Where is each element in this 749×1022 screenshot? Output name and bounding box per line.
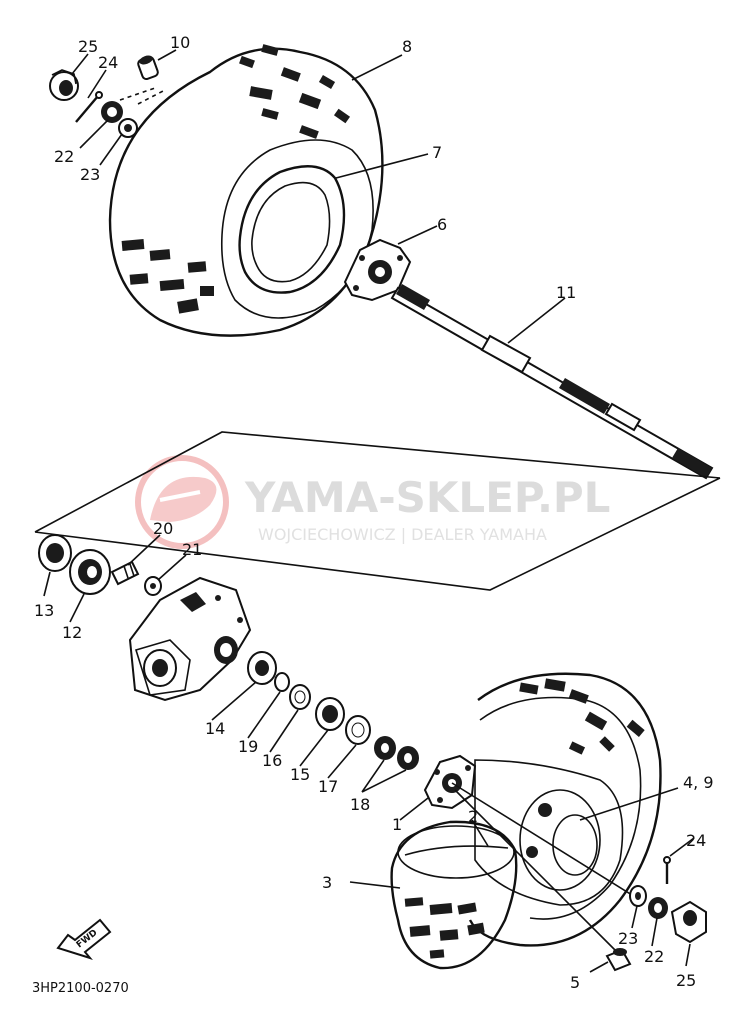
axle-nut-cap-25-lower — [670, 900, 707, 944]
seal-17 — [345, 715, 371, 745]
callout-16: 16 — [262, 751, 282, 770]
callout-22-lower: 22 — [644, 947, 664, 966]
callout-18: 18 — [350, 795, 370, 814]
bolt-20 — [110, 560, 140, 586]
callout-3: 3 — [322, 873, 332, 892]
callout-15: 15 — [290, 765, 310, 784]
callout-12: 12 — [62, 623, 82, 642]
wheel-hub-6 — [343, 238, 412, 302]
callout-7: 7 — [432, 143, 442, 162]
washer-upper — [118, 118, 138, 138]
leader-10-dash — [119, 87, 166, 105]
axle-nut-cap-upper — [49, 69, 79, 101]
callout-2: 2 — [468, 807, 478, 826]
bearing-housing — [128, 576, 252, 702]
callout-17: 17 — [318, 777, 338, 796]
rear-tire-upper — [108, 44, 384, 337]
stud-leader — [454, 789, 616, 951]
callout-6: 6 — [437, 215, 447, 234]
rear-axle-11 — [390, 284, 714, 480]
callout-21: 21 — [182, 540, 202, 559]
bearing-14 — [247, 651, 277, 685]
castle-nut-upper — [101, 101, 123, 123]
bearing-12 — [69, 549, 111, 595]
callout-13: 13 — [34, 601, 54, 620]
callout-25-lower: 25 — [676, 971, 696, 990]
oil-seal-15 — [315, 697, 345, 731]
callout-23-lower: 23 — [618, 929, 638, 948]
o-ring-19 — [274, 672, 290, 692]
spacer-16 — [289, 684, 311, 710]
callout-4-9: 4, 9 — [683, 773, 714, 792]
callout-8: 8 — [402, 37, 412, 56]
callout-25-upper: 25 — [78, 37, 98, 56]
collar-10 — [137, 55, 159, 81]
fwd-arrow: FWD — [56, 918, 112, 960]
callout-1: 1 — [392, 815, 402, 834]
assembly-outline — [34, 431, 721, 591]
nut-18 — [374, 736, 419, 770]
rim-bolt-leader — [451, 782, 641, 901]
leader-lines — [43, 49, 695, 973]
washer-23-lower — [629, 885, 647, 907]
callouts: 25 10 8 24 22 23 7 6 11 20 21 13 12 14 1… — [34, 33, 714, 992]
watermark-title: YAMA-SKLEP.PL — [244, 473, 610, 522]
callout-24-upper: 24 — [98, 53, 118, 72]
callout-5: 5 — [570, 973, 580, 992]
rim-2 — [474, 759, 624, 906]
diagram-code: 3HP2100-0270 — [32, 981, 129, 996]
callout-22-upper: 22 — [54, 147, 74, 166]
watermark: YAMA-SKLEP.PL WOJCIECHOWICZ | DEALER YAM… — [135, 455, 610, 549]
tire-3-left-half — [390, 820, 518, 970]
callout-14: 14 — [205, 719, 225, 738]
callout-20: 20 — [153, 519, 173, 538]
callout-11: 11 — [556, 283, 576, 302]
callout-23-upper: 23 — [80, 165, 100, 184]
castle-nut-22-lower — [648, 897, 668, 919]
washer-21 — [144, 576, 162, 596]
callout-19: 19 — [238, 737, 258, 756]
watermark-logo — [135, 455, 229, 549]
tire-lower-right-half — [468, 672, 662, 947]
callout-10: 10 — [170, 33, 190, 52]
callout-24-lower: 24 — [686, 831, 706, 850]
watermark-subtitle: WOJCIECHOWICZ | DEALER YAMAHA — [258, 525, 547, 544]
cotter-pin-24-lower — [663, 856, 671, 884]
collar-5 — [605, 948, 632, 972]
hub-1 — [423, 754, 477, 810]
cotter-pin-upper — [75, 91, 103, 123]
bearing-13 — [38, 534, 72, 572]
